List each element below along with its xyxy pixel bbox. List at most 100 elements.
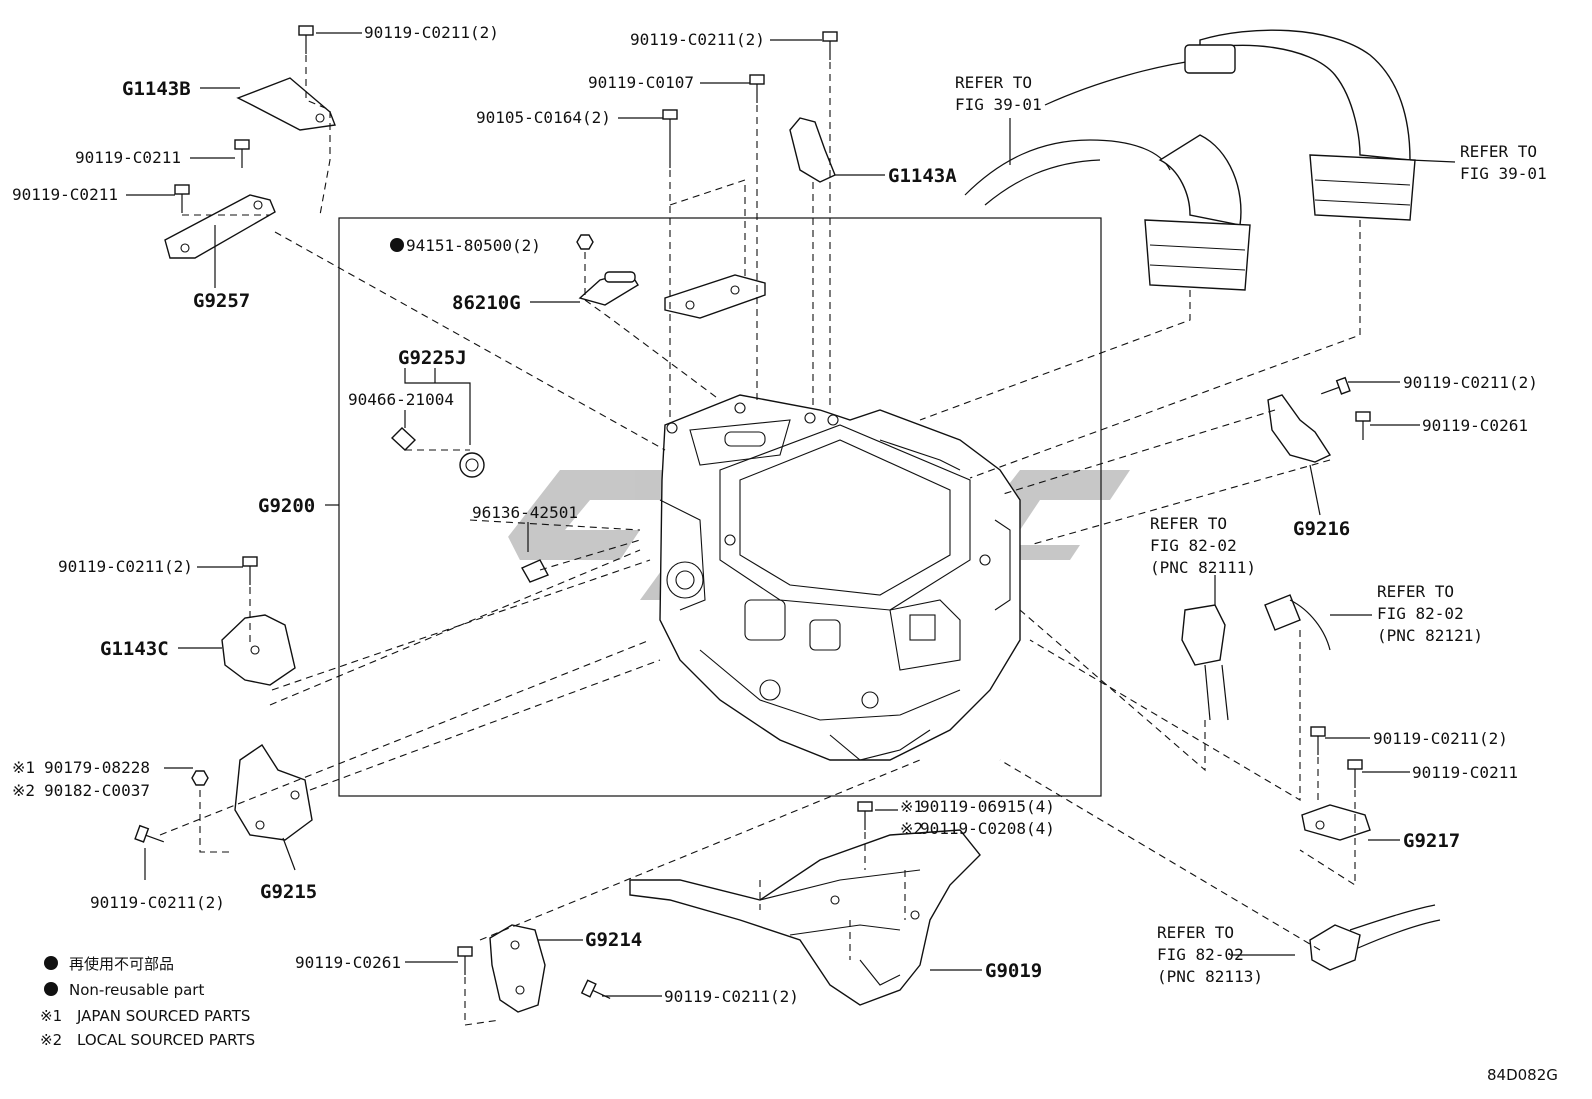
label-g1143c: G1143C <box>100 638 169 660</box>
label-90119-c0211-2-bottom: 90119-C0211(2) <box>664 987 799 1006</box>
label-90119-c0211-2-br: 90119-C0211(2) <box>1373 729 1508 748</box>
label-g1143b: G1143B <box>122 78 191 100</box>
refer-to-label-3: REFER TO <box>1150 514 1227 533</box>
non-reusable-mark-icon <box>390 238 404 252</box>
bracket-g9214 <box>489 924 546 1013</box>
label-96136-42501: 96136-42501 <box>472 503 578 522</box>
crossmember-g9019 <box>629 829 981 1006</box>
label-90119-c0211-b: 90119-C0211 <box>12 185 118 204</box>
legend-local-sourced: LOCAL SOURCED PARTS <box>77 1031 255 1049</box>
label-90119-c0261-bottom: 90119-C0261 <box>295 953 401 972</box>
mark-japan-label-2: ※1 <box>900 797 923 816</box>
label-90182-c0037: 90182-C0037 <box>44 781 150 800</box>
label-90179-08228: 90179-08228 <box>44 758 150 777</box>
coolant-hose <box>390 427 549 591</box>
bracket-86210g <box>578 271 639 306</box>
bolt-icon <box>1355 411 1371 440</box>
bolt-icon <box>1347 759 1363 788</box>
legend-non-reusable-en: Non-reusable part <box>69 981 204 999</box>
bolt-icon <box>174 184 190 213</box>
fig-39-01-label-2: FIG 39-01 <box>1460 164 1547 183</box>
label-90119-c0211-br: 90119-C0211 <box>1412 763 1518 782</box>
bolt-icon <box>662 109 678 168</box>
bolt-icon <box>134 824 164 843</box>
pnc-82113-label: (PNC 82113) <box>1157 967 1263 986</box>
label-94151-80500-2: 94151-80500(2) <box>406 236 541 255</box>
bolt-icon <box>234 139 250 168</box>
bolt-icon <box>822 31 838 60</box>
bolt-icon <box>1321 376 1351 395</box>
refer-to-label-5: REFER TO <box>1157 923 1234 942</box>
plate-part <box>664 274 766 319</box>
figure-code: 84D082G <box>1487 1066 1558 1084</box>
guide-lines <box>159 55 1361 1026</box>
pnc-82111-label: (PNC 82111) <box>1150 558 1256 577</box>
bolt-icon <box>242 556 258 585</box>
label-90466-21004: 90466-21004 <box>348 390 454 409</box>
bolt-icon <box>580 979 611 999</box>
nut-icon <box>191 770 209 786</box>
bolt-icon <box>457 946 473 975</box>
mark-local-label: ※2 <box>12 781 35 800</box>
mark-local-label-2: ※2 <box>900 819 923 838</box>
reference-labels: REFER TO FIG 39-01 REFER TO FIG 39-01 RE… <box>955 73 1547 986</box>
fig-82-02-label-1: FIG 82-02 <box>1150 536 1237 555</box>
bracket-g9217 <box>1301 804 1371 841</box>
refer-to-label-4: REFER TO <box>1377 582 1454 601</box>
label-90119-c0211-2-top: 90119-C0211(2) <box>364 23 499 42</box>
label-g9257: G9257 <box>193 290 250 312</box>
label-g9216: G9216 <box>1293 518 1350 540</box>
mark-japan-label: ※1 <box>12 758 35 777</box>
bracket-g9216 <box>1267 394 1332 463</box>
label-g9225j: G9225J <box>398 347 467 369</box>
legend-japan-sourced: JAPAN SOURCED PARTS <box>76 1007 250 1025</box>
bracket-g9257 <box>164 194 276 259</box>
label-g9217: G9217 <box>1403 830 1460 852</box>
part-labels: 90119-C0211(2) G1143B 90119-C0211 90119-… <box>12 23 1538 1006</box>
nut-icon <box>576 234 594 250</box>
label-90119-06915-4: 90119-06915(4) <box>920 797 1055 816</box>
bracket-g1143a <box>789 117 836 183</box>
non-reusable-mark-icon <box>44 982 58 996</box>
bolt-icon <box>1310 726 1326 755</box>
label-90119-c0211-2-right: 90119-C0211(2) <box>1403 373 1538 392</box>
label-g9200: G9200 <box>258 495 315 517</box>
label-90119-c0211-2-left: 90119-C0211(2) <box>58 557 193 576</box>
cables <box>964 29 1441 971</box>
label-90119-c0211-a: 90119-C0211 <box>75 148 181 167</box>
refer-to-label-2: REFER TO <box>1460 142 1537 161</box>
bracket-g9215 <box>234 744 313 841</box>
bracket-g1143c <box>221 614 296 686</box>
fig-82-02-label-2: FIG 82-02 <box>1377 604 1464 623</box>
label-g9019: G9019 <box>985 960 1042 982</box>
bolt-icon <box>749 74 765 103</box>
bolt-icon <box>298 25 314 54</box>
pnc-82121-label: (PNC 82121) <box>1377 626 1483 645</box>
label-86210g: 86210G <box>452 292 521 314</box>
inverter-assembly-box <box>338 217 1102 797</box>
label-90119-c0107: 90119-C0107 <box>588 73 694 92</box>
label-g1143a: G1143A <box>888 165 957 187</box>
label-90119-c0208-4: 90119-C0208(4) <box>920 819 1055 838</box>
legend-non-reusable-jp: 再使用不可部品 <box>69 955 174 973</box>
legend-mark-local: ※2 <box>40 1031 62 1049</box>
label-90119-c0211-2-topmid: 90119-C0211(2) <box>630 30 765 49</box>
label-90119-c0261-right: 90119-C0261 <box>1422 416 1528 435</box>
fig-82-02-label-3: FIG 82-02 <box>1157 945 1244 964</box>
legend-mark-japan: ※1 <box>40 1007 62 1025</box>
inverter-assembly <box>659 394 1021 761</box>
bolt-icons <box>134 25 1371 999</box>
fig-39-01-label-1: FIG 39-01 <box>955 95 1042 114</box>
non-reusable-mark-icon <box>44 956 58 970</box>
refer-to-label-1: REFER TO <box>955 73 1032 92</box>
label-g9215: G9215 <box>260 881 317 903</box>
label-g9214: G9214 <box>585 929 642 951</box>
label-90105-c0164-2: 90105-C0164(2) <box>476 108 611 127</box>
bracket-g1143b <box>236 77 336 131</box>
leader-lines <box>126 32 1456 997</box>
legend: 再使用不可部品 Non-reusable part ※1 JAPAN SOURC… <box>40 955 255 1049</box>
label-90119-c0211-2-bl: 90119-C0211(2) <box>90 893 225 912</box>
bolt-icon <box>857 801 873 830</box>
